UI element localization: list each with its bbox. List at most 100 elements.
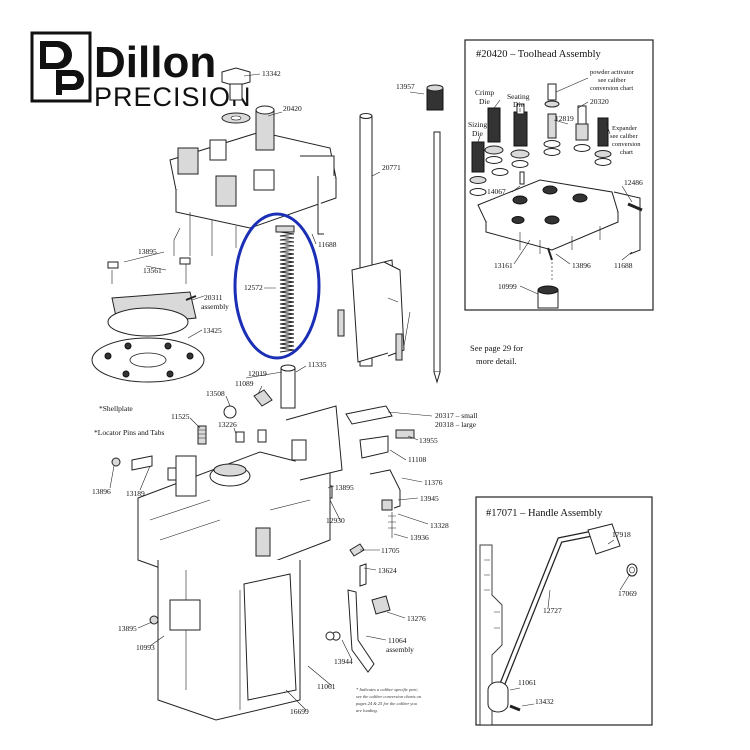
dillon-logo: Dillon PRECISION bbox=[30, 31, 252, 112]
label-powder-1: powder activator bbox=[590, 69, 635, 76]
see-page-note-2: more detail. bbox=[476, 356, 517, 366]
label-12819: 12819 bbox=[555, 114, 574, 123]
label-20320: 20320 bbox=[590, 97, 609, 106]
label-11108: 11108 bbox=[408, 455, 426, 464]
label-13936: 13936 bbox=[410, 533, 429, 542]
label-12019: 12019 bbox=[248, 369, 267, 378]
label-13508: 13508 bbox=[206, 389, 225, 398]
toolhead-pins-drawing bbox=[547, 202, 643, 280]
label-13895-c: 13895 bbox=[118, 624, 137, 633]
label-20318: 20318 – large bbox=[435, 420, 477, 429]
label-13432: 13432 bbox=[535, 697, 554, 706]
label-13945: 13945 bbox=[420, 494, 439, 503]
press-frame-body bbox=[137, 405, 343, 721]
label-11061-box: 11061 bbox=[518, 678, 537, 687]
label-13944: 13944 bbox=[334, 657, 353, 666]
powder-funnel-10999-drawing bbox=[537, 285, 559, 309]
label-10993: 10993 bbox=[136, 643, 155, 652]
logo-mark-p bbox=[56, 70, 84, 95]
seating-die-drawing bbox=[510, 103, 530, 168]
label-10999: 10999 bbox=[498, 282, 517, 291]
powder-die-drawing bbox=[543, 83, 561, 156]
handle-drawing bbox=[479, 523, 638, 726]
label-12930: 12930 bbox=[326, 516, 345, 525]
label-13342: 13342 bbox=[262, 69, 281, 78]
toolhead-assembly-box: #20420 – Toolhead Assembly bbox=[464, 39, 654, 311]
label-13955: 13955 bbox=[419, 436, 438, 445]
label-14067: 14067 bbox=[487, 187, 506, 196]
label-11335: 11335 bbox=[308, 360, 327, 369]
label-expander-2: see caliber bbox=[610, 133, 638, 140]
label-11688: 11688 bbox=[318, 240, 337, 249]
label-11089: 11089 bbox=[235, 379, 254, 388]
shellplate-assembly bbox=[91, 257, 205, 383]
expander-die-drawing bbox=[573, 105, 612, 166]
label-13896: 13896 bbox=[92, 487, 111, 496]
label-seating-die-2: Die bbox=[513, 100, 525, 109]
label-20311-assembly: assembly bbox=[201, 302, 229, 311]
footnote-line-1: * Indicates a caliber specific part; bbox=[356, 687, 419, 692]
label-20317: 20317 – small bbox=[435, 411, 478, 420]
handle-box-frame bbox=[475, 496, 653, 726]
bolt-13342 bbox=[221, 67, 251, 124]
label-13189: 13189 bbox=[126, 489, 145, 498]
label-13896: 13896 bbox=[572, 261, 591, 270]
label-sizing-die-2: Die bbox=[472, 129, 484, 138]
label-13161: 13161 bbox=[494, 261, 513, 270]
label-expander-4: chart bbox=[620, 149, 633, 156]
label-13276: 13276 bbox=[407, 614, 426, 623]
label-13624: 13624 bbox=[378, 566, 397, 575]
label-powder-3: conversion chart bbox=[590, 85, 633, 92]
label-17069: 17069 bbox=[618, 589, 637, 598]
middle-small-parts bbox=[111, 364, 415, 538]
label-16699: 16699 bbox=[290, 707, 309, 716]
label-20311: 20311 bbox=[204, 293, 223, 302]
label-13226: 13226 bbox=[218, 420, 237, 429]
handle-box-title: #17071 – Handle Assembly bbox=[486, 508, 603, 519]
label-11064-assembly: assembly bbox=[386, 645, 414, 654]
label-13328: 13328 bbox=[430, 521, 449, 530]
logo-brand-sub: PRECISION bbox=[94, 82, 252, 112]
label-17918: 17918 bbox=[612, 530, 631, 539]
label-11688-box: 11688 bbox=[614, 261, 633, 270]
label-13895-b: 13895 bbox=[335, 483, 354, 492]
highlight-circle-12572 bbox=[233, 212, 321, 360]
label-12486: 12486 bbox=[624, 178, 643, 187]
see-page-note-1: See page 29 for bbox=[470, 343, 523, 353]
sizing-die-drawing bbox=[469, 141, 487, 184]
toolhead-box-title: #20420 – Toolhead Assembly bbox=[476, 49, 602, 60]
spring-12572 bbox=[275, 225, 295, 353]
label-sizing-die: Sizing bbox=[468, 120, 487, 129]
label-expander-1: Expander bbox=[612, 125, 638, 132]
die-bushings-drawing bbox=[469, 168, 525, 196]
label-powder-2: see caliber bbox=[598, 77, 626, 84]
logo-mark-d bbox=[40, 41, 72, 69]
label-11525: 11525 bbox=[171, 412, 190, 421]
label-11061: 11061 bbox=[317, 682, 336, 691]
label-crimp-die: Crimp bbox=[475, 88, 494, 97]
label-shellplate: *Shellplate bbox=[99, 404, 133, 413]
rod-13957 bbox=[426, 84, 444, 384]
label-11064: 11064 bbox=[388, 636, 407, 645]
label-locator: *Locator Pins and Tabs bbox=[94, 428, 164, 437]
toolhead-plate-drawing bbox=[477, 179, 641, 255]
label-13561: 13561 bbox=[143, 266, 162, 275]
logo-brand-name: Dillon bbox=[94, 38, 216, 87]
crimp-die-drawing bbox=[484, 107, 504, 164]
footnote-line-2: see the caliber conversion charts on bbox=[356, 694, 422, 699]
footnote-line-3: pages 24 & 25 for the caliber you bbox=[355, 701, 418, 706]
label-13425: 13425 bbox=[203, 326, 222, 335]
label-11705: 11705 bbox=[381, 546, 400, 555]
label-seating-die: Seating bbox=[507, 92, 530, 101]
label-crimp-die-2: Die bbox=[479, 97, 491, 106]
handle-assembly-box: #17071 – Handle Assembly 17918 17069 127… bbox=[475, 496, 653, 726]
label-12572: 12572 bbox=[244, 283, 263, 292]
toolhead-main bbox=[169, 105, 337, 256]
label-13957: 13957 bbox=[396, 82, 415, 91]
platform-rod-20771 bbox=[337, 113, 405, 367]
label-expander-3: conversion bbox=[612, 141, 641, 148]
label-13895-a: 13895 bbox=[138, 247, 157, 256]
label-12727: 12727 bbox=[543, 606, 562, 615]
footnote-line-4: are loading. bbox=[356, 708, 378, 713]
